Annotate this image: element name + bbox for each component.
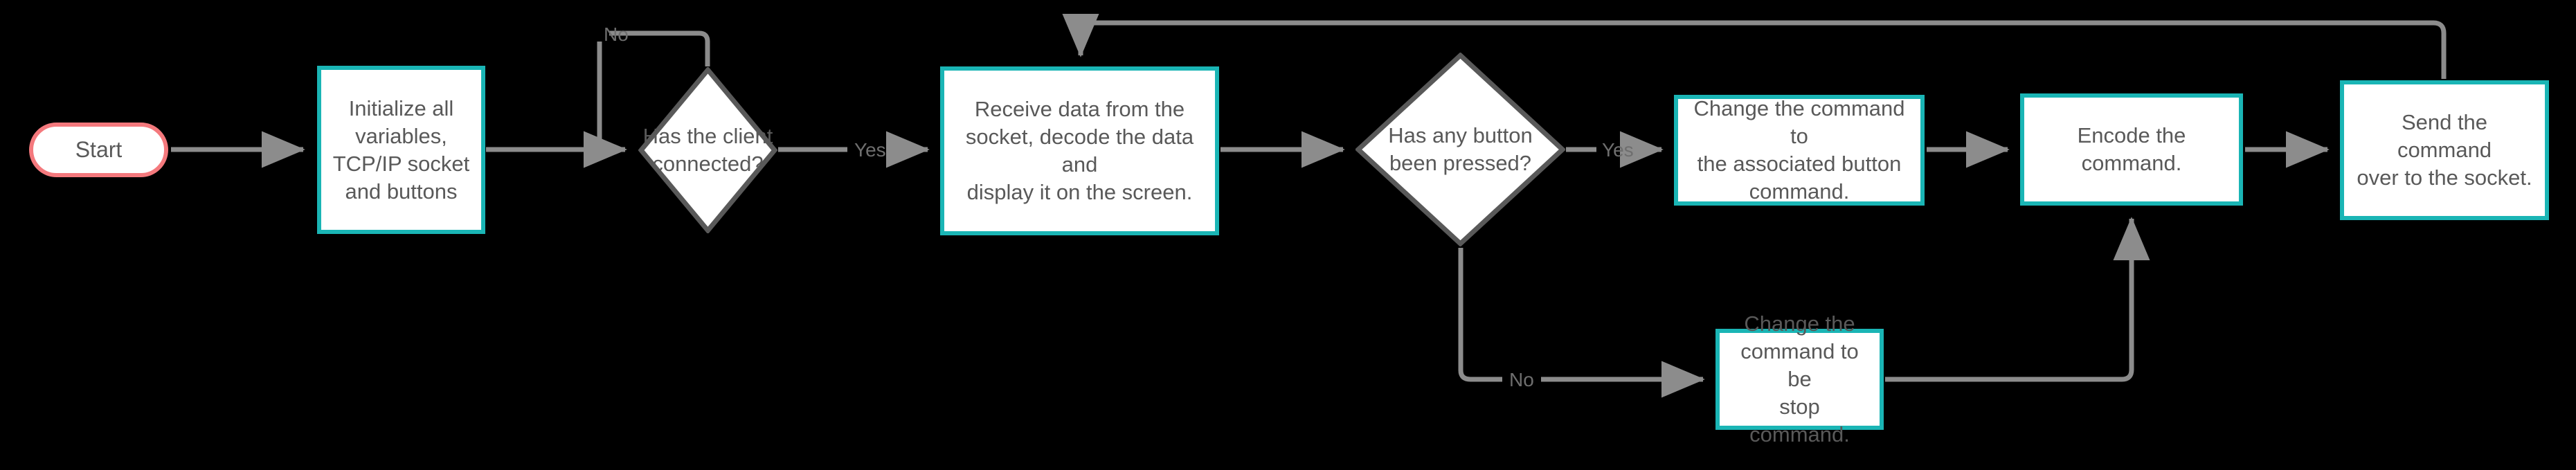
node-decision-client-connected-label: Has the client connected? <box>642 124 773 176</box>
edge-client-no-loop <box>627 30 710 66</box>
node-encode-command-label: Encode the command. <box>2077 123 2186 175</box>
node-stop-command-label: Change the command to be stop command. <box>1740 311 1859 446</box>
node-receive-data-label: Receive data from the socket, decode the… <box>965 97 1194 204</box>
diamond-shape-icon <box>638 67 777 233</box>
edge-stop-to-encode <box>1885 217 2150 382</box>
node-change-command-label: Change the command to the associated but… <box>1693 96 1905 204</box>
edge-client-no-loop-return <box>583 42 627 168</box>
node-send-command[interactable]: Send the command over to the socket. <box>2340 80 2549 220</box>
node-initialize[interactable]: Initialize all variables, TCP/IP socket … <box>317 66 485 234</box>
node-decision-button-pressed[interactable]: Has any button been pressed? <box>1355 53 1565 246</box>
edge-send-back-to-receive <box>1062 13 2447 79</box>
node-start[interactable]: Start <box>29 123 168 177</box>
edge-label-no-client: No <box>604 24 629 45</box>
node-receive-data[interactable]: Receive data from the socket, decode the… <box>940 66 1219 235</box>
edge-label-yes-button: Yes <box>1602 139 1634 161</box>
edge-button-no-to-stop <box>1458 248 1502 382</box>
node-stop-command[interactable]: Change the command to be stop command. <box>1715 311 1884 446</box>
node-initialize-label: Initialize all variables, TCP/IP socket … <box>332 96 470 204</box>
node-change-command[interactable]: Change the command to the associated but… <box>1674 95 1925 206</box>
edge-label-yes-client: Yes <box>854 139 886 161</box>
edge-label-no-button: No <box>1509 369 1534 390</box>
node-decision-button-pressed-label: Has any button been pressed? <box>1388 123 1533 175</box>
node-send-command-label: Send the command over to the socket. <box>2357 110 2532 190</box>
node-decision-client-connected[interactable]: Has the client connected? <box>638 67 777 233</box>
diamond-shape-icon <box>1355 53 1565 246</box>
node-encode-command[interactable]: Encode the command. <box>2020 93 2243 206</box>
node-start-label: Start <box>75 137 123 162</box>
